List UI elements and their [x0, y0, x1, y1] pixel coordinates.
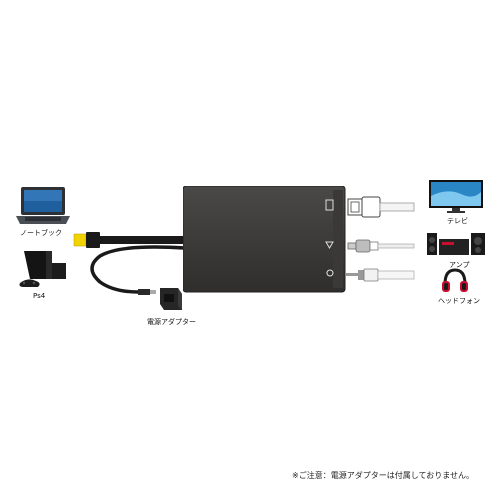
notebook-label: ノートブック: [20, 229, 62, 237]
game-console-icon: [19, 251, 66, 287]
audio-jack-plug-icon: [346, 268, 415, 282]
power-adapter-icon: [160, 288, 182, 310]
hdmi-plug-icon: [347, 196, 415, 218]
converter-box: [183, 186, 346, 293]
speaker-icon: [427, 233, 485, 255]
amp-label: アンプ: [449, 261, 470, 269]
headphone-icon: [442, 268, 468, 292]
optical-plug-icon: [347, 239, 415, 253]
laptop-icon: [16, 187, 70, 224]
headphone-label: ヘッドフォン: [438, 297, 480, 305]
tv-icon: [429, 180, 483, 213]
footer-note: ※ご注意：電源アダプターは付属しておりません。: [292, 471, 474, 480]
tv-label: テレビ: [447, 217, 468, 225]
ps4-label: Ps4: [33, 292, 46, 300]
cable-assembly: [73, 232, 185, 295]
power-adapter-label: 電源アダプター: [147, 318, 196, 326]
